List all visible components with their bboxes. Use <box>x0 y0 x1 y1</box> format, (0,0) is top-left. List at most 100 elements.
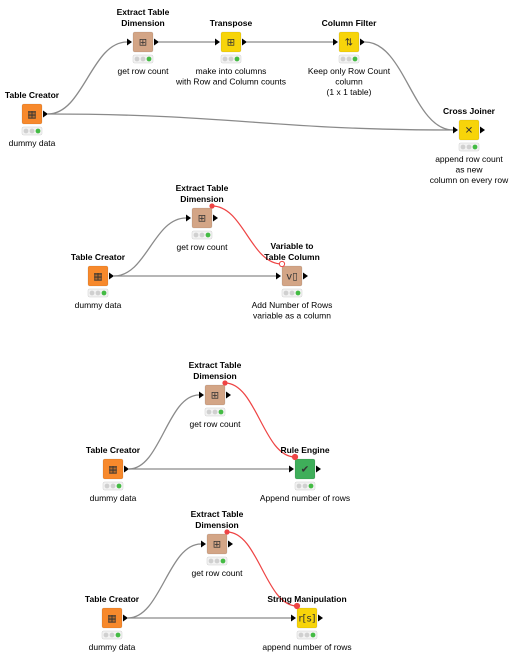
node-title: Table Creator <box>71 252 126 262</box>
status-light-green <box>220 558 226 564</box>
status-light-off <box>289 290 295 296</box>
input-port[interactable] <box>333 38 338 46</box>
input-port[interactable] <box>276 272 281 280</box>
node-table-creator[interactable]: Table Creator▦dummy data <box>85 594 140 652</box>
output-port[interactable] <box>43 110 48 118</box>
status-light-off <box>283 290 289 296</box>
output-port[interactable] <box>109 272 114 280</box>
output-port[interactable] <box>213 214 218 222</box>
status-light-off <box>109 632 115 638</box>
node-body[interactable] <box>191 207 213 229</box>
node-body[interactable] <box>294 458 316 480</box>
input-port[interactable] <box>289 465 294 473</box>
status-light-off <box>23 128 29 134</box>
table-dimension-icon: ⊞ <box>211 391 219 402</box>
node-annotation: get row count <box>117 66 169 76</box>
input-port[interactable] <box>453 126 458 134</box>
string-manipulation-icon: r[s] <box>298 614 315 625</box>
node-annotation: as new <box>456 165 484 175</box>
transpose-grid-icon: ⊞ <box>227 38 235 49</box>
data-connection-n1-n2[interactable] <box>47 41 128 115</box>
node-body[interactable] <box>102 458 124 480</box>
output-port[interactable] <box>124 465 129 473</box>
output-port[interactable] <box>303 272 308 280</box>
cross-join-icon: ✕ <box>465 126 473 137</box>
flow-variable-input-port[interactable] <box>278 260 286 268</box>
input-port[interactable] <box>199 391 204 399</box>
data-connection-n1-n5[interactable] <box>47 113 454 131</box>
node-body[interactable] <box>458 119 480 141</box>
variable-connection-n12-n14[interactable] <box>226 531 298 607</box>
output-port[interactable] <box>123 614 128 622</box>
input-port[interactable] <box>186 214 191 222</box>
input-port[interactable] <box>215 38 220 46</box>
data-connection-n10-n9[interactable] <box>128 394 200 470</box>
table-plus-icon: ▦ <box>93 272 102 283</box>
node-body[interactable] <box>220 31 242 53</box>
input-port[interactable] <box>201 540 206 548</box>
node-body[interactable] <box>87 265 109 287</box>
status-light-off <box>95 290 101 296</box>
node-annotation: append row count <box>435 154 503 164</box>
output-port[interactable] <box>154 38 159 46</box>
node-body[interactable] <box>101 607 123 629</box>
flow-variable-output-port[interactable] <box>224 529 230 535</box>
status-light-green <box>308 483 314 489</box>
node-body[interactable] <box>132 31 154 53</box>
status-light-off <box>214 558 220 564</box>
node-title: Dimension <box>193 371 236 381</box>
output-port[interactable] <box>360 38 365 46</box>
status-light-green <box>234 56 240 62</box>
variable-connection-n6-n8[interactable] <box>211 205 283 265</box>
output-port[interactable] <box>318 614 323 622</box>
output-port[interactable] <box>480 126 485 134</box>
node-body[interactable] <box>338 31 360 53</box>
node-rule-engine[interactable]: Rule Engine✔Append number of rows <box>260 445 350 503</box>
status-light-green <box>310 632 316 638</box>
node-table-creator[interactable]: Table Creator▦dummy data <box>71 252 126 310</box>
connections-layer <box>47 41 454 619</box>
node-annotation: Keep only Row Count <box>308 66 391 76</box>
output-port[interactable] <box>228 540 233 548</box>
node-table-creator[interactable]: Table Creator▦dummy data <box>86 445 141 503</box>
node-title: Extract Table <box>117 7 170 17</box>
status-light-off <box>460 144 466 150</box>
status-light-off <box>104 483 110 489</box>
node-body[interactable] <box>206 533 228 555</box>
input-port[interactable] <box>291 614 296 622</box>
node-annotation: with Row and Column counts <box>175 77 286 87</box>
table-dimension-icon: ⊞ <box>198 214 206 225</box>
flow-variable-output-port[interactable] <box>222 380 228 386</box>
node-annotation: (1 x 1 table) <box>327 87 372 97</box>
status-light-off <box>134 56 140 62</box>
node-body[interactable] <box>296 607 318 629</box>
node-column-filter[interactable]: Column Filter⇅Keep only Row Countcolumn(… <box>308 18 391 97</box>
node-body[interactable] <box>281 265 303 287</box>
output-port[interactable] <box>316 465 321 473</box>
data-connection-n7-n6[interactable] <box>113 217 187 277</box>
node-title: Variable to <box>271 241 314 251</box>
output-port[interactable] <box>242 38 247 46</box>
node-annotation: Add Number of Rows <box>252 300 333 310</box>
flow-variable-input-port[interactable] <box>293 602 301 610</box>
node-body[interactable] <box>21 103 43 125</box>
flow-variable-input-port[interactable] <box>291 453 299 461</box>
node-body[interactable] <box>204 384 226 406</box>
node-table-creator[interactable]: Table Creator▦dummy data <box>5 90 60 148</box>
variable-connection-n9-n11[interactable] <box>224 382 296 458</box>
data-connection-n4-n5[interactable] <box>364 41 454 131</box>
input-port[interactable] <box>127 38 132 46</box>
data-connection-n13-n12[interactable] <box>127 543 202 619</box>
output-port[interactable] <box>226 391 231 399</box>
flow-variable-output-port[interactable] <box>209 203 215 209</box>
status-light-green <box>205 232 211 238</box>
